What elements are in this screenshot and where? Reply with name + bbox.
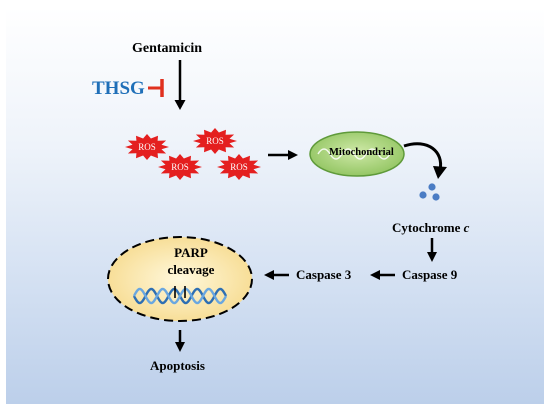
- ros-burst-icon: [193, 128, 237, 154]
- cleavage-label: cleavage: [167, 262, 215, 277]
- mitochondrial-label: Mitochondrial: [329, 147, 394, 158]
- dna-icon: [132, 286, 228, 305]
- ros-label: ROS: [138, 142, 156, 152]
- cytochrome-text: Cytochrome: [392, 220, 464, 235]
- ros-burst-icon: [125, 134, 169, 160]
- mitochondrion-icon: [309, 131, 405, 177]
- arrow-cytochrome-to-caspase9: [427, 238, 437, 262]
- ros-label: ROS: [206, 136, 224, 146]
- cytochrome-c-icon: [419, 183, 440, 201]
- caspase9-label: Caspase 9: [402, 267, 458, 282]
- arrow-caspase9-to-caspase3: [370, 270, 395, 280]
- cytochrome-c-label: Cytochrome c: [392, 221, 469, 234]
- parp-label: PARP: [174, 245, 208, 260]
- thsg-label: THSG: [92, 78, 145, 99]
- arrow-ros-to-mitochondria: [268, 150, 298, 160]
- gentamicin-label: Gentamicin: [132, 41, 202, 56]
- apoptosis-label: Apoptosis: [150, 358, 205, 373]
- arrow-caspase3-to-parp: [264, 270, 289, 280]
- arrow-mitochondria-release: [403, 142, 447, 179]
- diagram-background: [6, 8, 544, 404]
- ros-label: ROS: [171, 162, 189, 172]
- ros-burst-icon: [158, 154, 202, 180]
- ros-label: ROS: [230, 162, 248, 172]
- cytochrome-c-italic: c: [463, 220, 470, 235]
- caspase3-label: Caspase 3: [296, 267, 352, 282]
- arrow-gentamicin-to-ros: [174, 60, 186, 110]
- inhibitor-icon: [148, 79, 164, 97]
- arrow-parp-to-apoptosis: [175, 330, 185, 352]
- ros-burst-icon: [217, 154, 261, 180]
